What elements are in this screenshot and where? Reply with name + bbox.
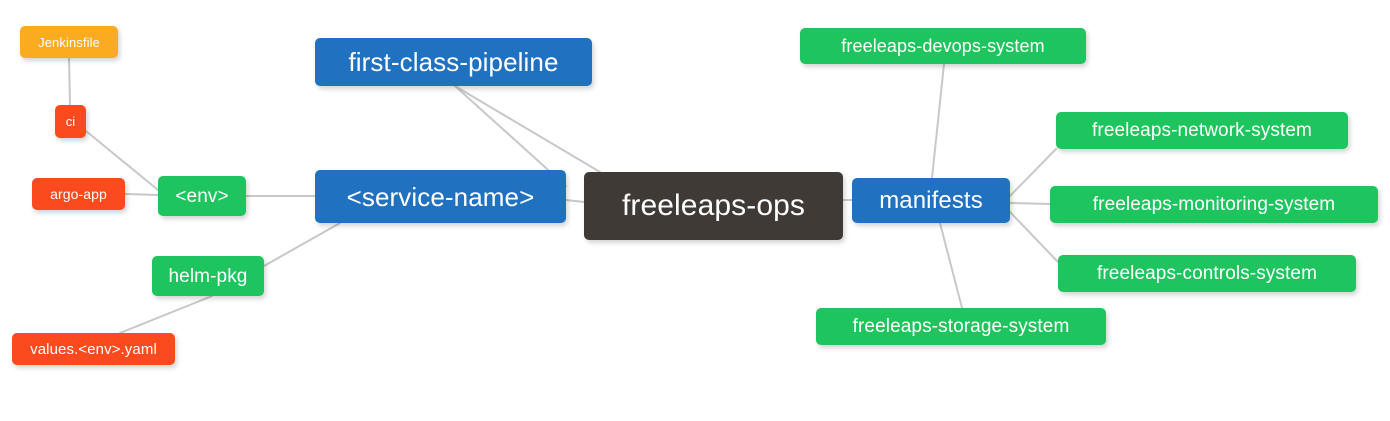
node-env[interactable]: <env> bbox=[158, 176, 246, 216]
node-freeleaps-controls-system[interactable]: freeleaps-controls-system bbox=[1058, 255, 1356, 292]
node-label-freeleaps-network-system: freeleaps-network-system bbox=[1092, 120, 1312, 141]
node-freeleaps-ops[interactable]: freeleaps-ops bbox=[584, 172, 843, 240]
node-label-freeleaps-monitoring-system: freeleaps-monitoring-system bbox=[1092, 194, 1336, 215]
node-label-first-class-pipeline: first-class-pipeline bbox=[348, 47, 559, 77]
node-label-ci: ci bbox=[65, 114, 76, 129]
edge-argo-app-to-env bbox=[124, 193, 159, 196]
node-label-values-env-yaml: values.<env>.yaml bbox=[30, 340, 157, 358]
node-argo-app[interactable]: argo-app bbox=[32, 178, 125, 210]
edge-helm-pkg-to-values-env-yaml bbox=[119, 295, 213, 334]
edge-manifests-to-freeleaps-devops-system bbox=[931, 63, 945, 179]
node-label-jenkinsfile: Jenkinsfile bbox=[38, 34, 100, 50]
edge-service-name-to-freeleaps-ops bbox=[565, 199, 585, 203]
node-label-freeleaps-devops-system: freeleaps-devops-system bbox=[841, 36, 1045, 56]
node-jenkinsfile[interactable]: Jenkinsfile bbox=[20, 26, 118, 58]
node-ci[interactable]: ci bbox=[55, 105, 86, 138]
node-freeleaps-network-system[interactable]: freeleaps-network-system bbox=[1056, 112, 1348, 149]
node-label-freeleaps-controls-system: freeleaps-controls-system bbox=[1096, 263, 1318, 284]
node-freeleaps-storage-system[interactable]: freeleaps-storage-system bbox=[816, 308, 1106, 345]
node-label-freeleaps-ops: freeleaps-ops bbox=[621, 189, 806, 222]
node-label-helm-pkg: helm-pkg bbox=[168, 265, 248, 287]
edge-jenkinsfile-to-ci bbox=[68, 57, 71, 106]
node-label-argo-app: argo-app bbox=[50, 186, 107, 202]
edge-manifests-to-freeleaps-monitoring-system bbox=[1009, 202, 1051, 205]
node-helm-pkg[interactable]: helm-pkg bbox=[152, 256, 264, 296]
edge-first-class-pipeline-to-freeleaps-ops bbox=[454, 85, 601, 173]
node-label-service-name: <service-name> bbox=[346, 181, 535, 212]
edge-service-name-to-helm-pkg bbox=[263, 222, 341, 267]
node-label-freeleaps-storage-system: freeleaps-storage-system bbox=[852, 316, 1070, 337]
node-freeleaps-devops-system[interactable]: freeleaps-devops-system bbox=[800, 28, 1086, 64]
node-service-name[interactable]: <service-name> bbox=[315, 170, 566, 223]
node-label-env: <env> bbox=[175, 185, 229, 207]
node-manifests[interactable]: manifests bbox=[852, 178, 1010, 223]
node-label-manifests: manifests bbox=[879, 186, 983, 214]
edge-manifests-to-freeleaps-network-system bbox=[1009, 148, 1057, 197]
edge-manifests-to-freeleaps-storage-system bbox=[939, 222, 963, 309]
node-freeleaps-monitoring-system[interactable]: freeleaps-monitoring-system bbox=[1050, 186, 1378, 223]
node-first-class-pipeline[interactable]: first-class-pipeline bbox=[315, 38, 592, 86]
node-values-env-yaml[interactable]: values.<env>.yaml bbox=[12, 333, 175, 365]
